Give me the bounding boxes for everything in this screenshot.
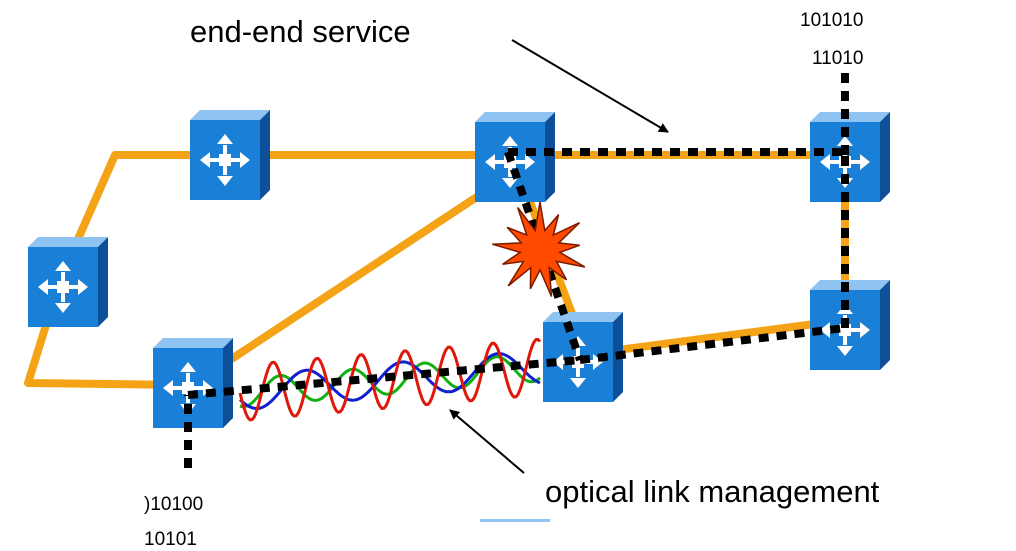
service-path-lower-segment <box>187 356 581 399</box>
router-icon <box>475 112 555 202</box>
router-icon <box>810 112 890 202</box>
node-bottom-right[interactable] <box>810 280 890 370</box>
fiber-link-outer-ring <box>24 151 524 389</box>
node-top-middle[interactable] <box>475 112 555 202</box>
service-callout-arrow <box>511 39 669 133</box>
fault-explosion-icon <box>492 201 586 297</box>
node-bottom-left[interactable] <box>153 338 233 428</box>
router-icon <box>810 280 890 370</box>
optical-wave-blue <box>238 352 541 411</box>
optical-callout-arrow <box>449 409 525 474</box>
fiber-link-diagonal <box>226 171 514 364</box>
router-icon <box>190 110 270 200</box>
router-icon <box>28 237 108 327</box>
node-top-left[interactable] <box>190 110 270 200</box>
bottom-accent-bar <box>480 519 550 522</box>
service-path-lower-right-segment <box>579 324 846 364</box>
router-icon <box>153 338 233 428</box>
service-label: end-end service <box>190 14 411 49</box>
fiber-links <box>24 151 849 389</box>
top-bits-line-1: 101010 <box>800 10 863 31</box>
top-bits-line-2: 11010 <box>812 48 863 69</box>
node-far-left[interactable] <box>28 237 108 327</box>
optical-waves <box>238 337 542 422</box>
optical-wave-red <box>238 337 542 422</box>
fiber-link-bottom-right <box>576 316 849 359</box>
bottom-bits-line-1: )10100 <box>144 494 203 515</box>
bottom-bits-line-2: 10101 <box>144 529 197 550</box>
optical-label: optical link management <box>545 474 880 509</box>
node-top-right[interactable] <box>810 112 890 202</box>
